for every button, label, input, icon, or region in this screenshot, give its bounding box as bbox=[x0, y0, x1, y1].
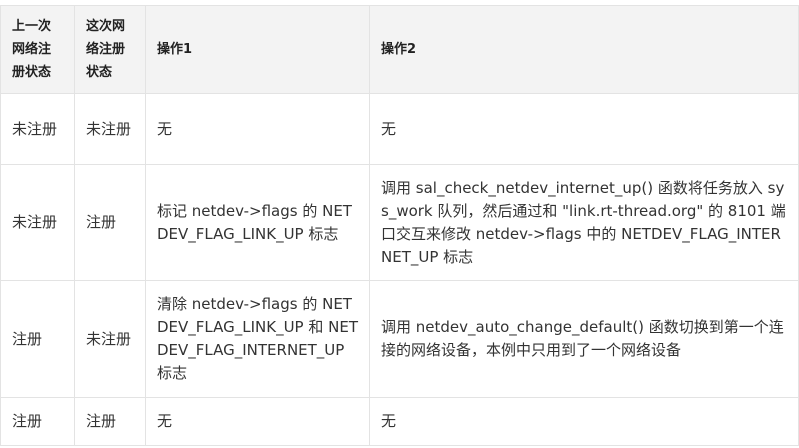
cell-current-state: 未注册 bbox=[74, 280, 146, 398]
table-row: 未注册 未注册 无 无 bbox=[0, 93, 799, 165]
cell-current-state: 未注册 bbox=[74, 93, 146, 165]
cell-previous-state: 未注册 bbox=[0, 93, 75, 165]
cell-action-2: 调用 sal_check_netdev_internet_up() 函数将任务放… bbox=[369, 164, 799, 281]
cell-current-state: 注册 bbox=[74, 397, 146, 446]
header-action-2: 操作2 bbox=[369, 5, 799, 94]
cell-action-1: 清除 netdev->flags 的 NETDEV_FLAG_LINK_UP 和… bbox=[145, 280, 370, 398]
header-previous-state: 上一次网络注册状态 bbox=[0, 5, 75, 94]
header-current-state: 这次网络注册状态 bbox=[74, 5, 146, 94]
table-row: 注册 注册 无 无 bbox=[0, 397, 799, 446]
cell-action-1: 标记 netdev->flags 的 NETDEV_FLAG_LINK_UP 标… bbox=[145, 164, 370, 281]
cell-current-state: 注册 bbox=[74, 164, 146, 281]
cell-previous-state: 未注册 bbox=[0, 164, 75, 281]
table-header-row: 上一次网络注册状态 这次网络注册状态 操作1 操作2 bbox=[0, 5, 799, 94]
table-row: 未注册 注册 标记 netdev->flags 的 NETDEV_FLAG_LI… bbox=[0, 164, 799, 281]
cell-previous-state: 注册 bbox=[0, 280, 75, 398]
cell-action-2: 无 bbox=[369, 397, 799, 446]
registration-state-table: 上一次网络注册状态 这次网络注册状态 操作1 操作2 未注册 未注册 无 无 未… bbox=[0, 5, 799, 446]
cell-action-1: 无 bbox=[145, 93, 370, 165]
table-row: 注册 未注册 清除 netdev->flags 的 NETDEV_FLAG_LI… bbox=[0, 280, 799, 398]
cell-action-2: 无 bbox=[369, 93, 799, 165]
cell-action-1: 无 bbox=[145, 397, 370, 446]
cell-previous-state: 注册 bbox=[0, 397, 75, 446]
cell-action-2: 调用 netdev_auto_change_default() 函数切换到第一个… bbox=[369, 280, 799, 398]
header-action-1: 操作1 bbox=[145, 5, 370, 94]
